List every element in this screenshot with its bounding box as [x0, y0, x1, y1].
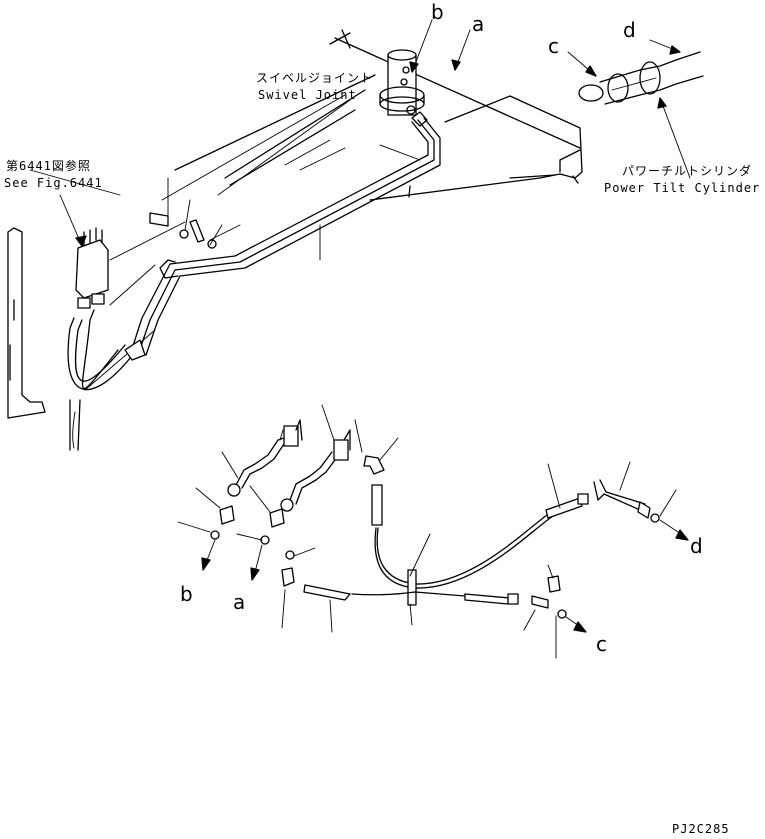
machine-frame [7, 29, 583, 419]
marker-c-top: c [548, 34, 559, 58]
marker-b-top: b [431, 0, 444, 24]
marker-a-bottom: a [233, 590, 246, 614]
power-tilt-label-en: Power Tilt Cylinder [604, 181, 761, 195]
see-fig-label-jp: 第6441図参照 [6, 159, 91, 173]
swivel-joint-label-en: Swivel Joint [258, 88, 357, 102]
marker-a-top: a [472, 12, 485, 36]
marker-d-bottom: d [690, 534, 703, 558]
see-fig-label-en: See Fig.6441 [4, 176, 103, 190]
marker-c-bottom: c [596, 632, 607, 656]
swivel-joint-label-jp: スイベルジョイント [256, 71, 374, 85]
power-tilt-cylinder [578, 51, 704, 105]
marker-d-top: d [623, 18, 636, 42]
leader-lines-upper [29, 19, 691, 261]
clamp-parts-upper [149, 177, 223, 249]
marker-b-bottom: b [180, 582, 193, 606]
pipe-run [67, 117, 441, 451]
figure-code: PJ2C285 [672, 822, 730, 836]
lower-parts [177, 404, 689, 659]
power-tilt-label-jp: パワーチルトシリンダ [622, 164, 753, 178]
